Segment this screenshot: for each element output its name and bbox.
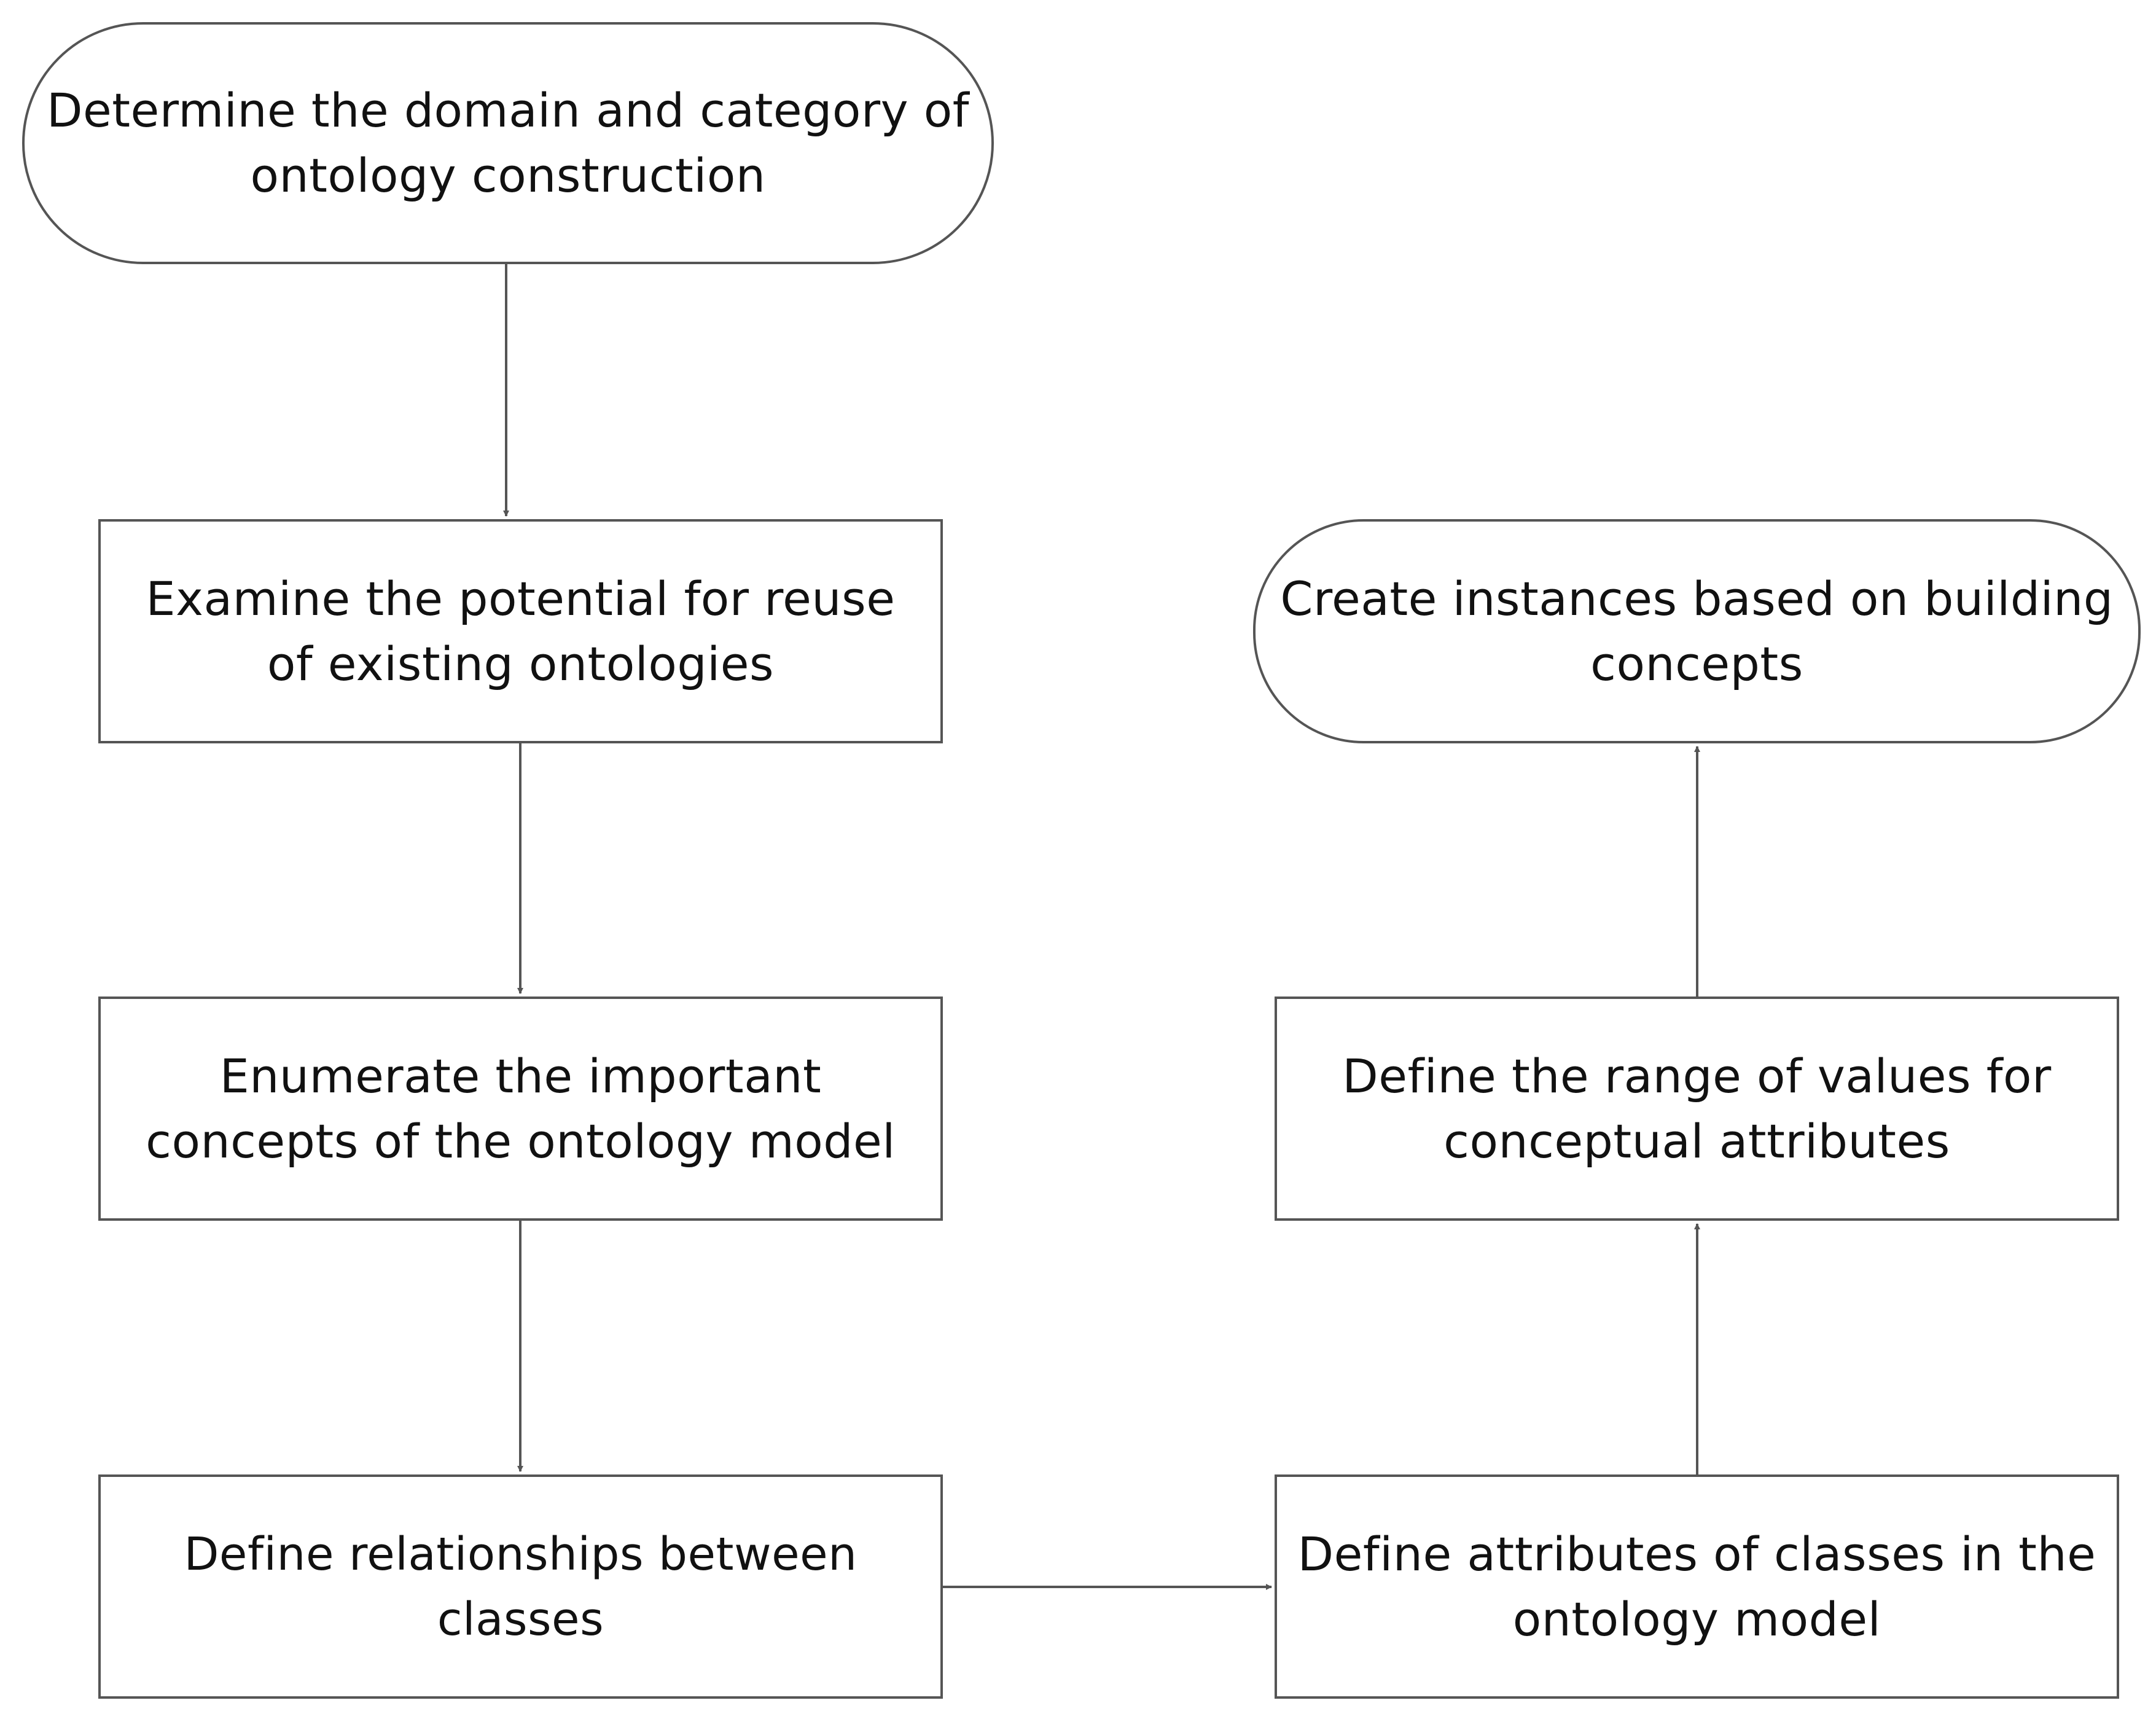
process-node-define-attributes: Define attributes of classes in the onto… xyxy=(1275,1474,2119,1699)
node-label-define-attributes: Define attributes of classes in the onto… xyxy=(1297,1526,2096,1647)
node-label-create-instances: Create instances based on building conce… xyxy=(1280,571,2114,691)
node-label-examine-reuse: Examine the potential for reuse of exist… xyxy=(146,571,896,691)
process-node-define-relationships: Define relationships between classes xyxy=(98,1474,943,1699)
process-node-define-value-range: Define the range of values for conceptua… xyxy=(1275,997,2119,1221)
process-node-examine-reuse: Examine the potential for reuse of exist… xyxy=(98,519,943,743)
node-label-enumerate-concepts: Enumerate the important concepts of the … xyxy=(146,1048,896,1169)
start-terminal-node: Determine the domain and category of ont… xyxy=(22,22,994,264)
process-node-enumerate-concepts: Enumerate the important concepts of the … xyxy=(98,997,943,1221)
end-terminal-node: Create instances based on building conce… xyxy=(1253,519,2141,743)
node-label-define-value-range: Define the range of values for conceptua… xyxy=(1342,1048,2052,1169)
node-label-determine-domain: Determine the domain and category of ont… xyxy=(46,83,970,203)
node-label-define-relationships: Define relationships between classes xyxy=(184,1527,857,1646)
